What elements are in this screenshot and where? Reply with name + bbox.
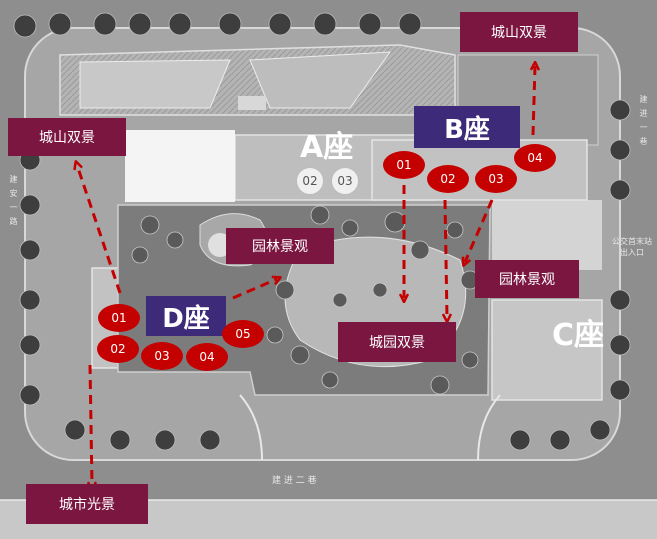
unit-bubble-b-03: 03 bbox=[475, 165, 517, 193]
unit-bubble-d-05: 05 bbox=[222, 320, 264, 348]
north-park-lawn-2 bbox=[249, 51, 392, 109]
bus-entrance-label: 公交首末站出入口 bbox=[612, 237, 652, 257]
arrow-d02-city bbox=[90, 364, 92, 486]
unit-marker-a-02: 02 bbox=[296, 167, 324, 195]
perimeter-trees bbox=[13, 12, 631, 451]
south-entrance-left bbox=[239, 394, 263, 461]
building-a-label: A座 bbox=[300, 130, 354, 165]
street-right: 建进一巷 bbox=[639, 95, 648, 151]
unit-marker-a-03: 03 bbox=[331, 167, 359, 195]
unit-bubble-b-02: 02 bbox=[427, 165, 469, 193]
building-c-footprint bbox=[491, 299, 603, 401]
unit-bubble-d-01: 01 bbox=[98, 304, 140, 332]
arrow-b04-mountain bbox=[533, 66, 535, 136]
view-arrows bbox=[77, 66, 535, 486]
view-label-city-garden: 城园双景 bbox=[338, 322, 456, 362]
view-label-garden-right: 园林景观 bbox=[475, 260, 579, 298]
unit-bubble-b-04: 04 bbox=[514, 144, 556, 172]
building-d-label: D座 bbox=[146, 296, 226, 336]
arrow-b03-garden bbox=[465, 199, 494, 262]
unit-bubble-b-01: 01 bbox=[383, 151, 425, 179]
north-pavilion bbox=[238, 96, 266, 110]
east-plaza bbox=[492, 200, 602, 270]
building-left-white bbox=[125, 130, 235, 202]
unit-bubble-d-03: 03 bbox=[141, 342, 183, 370]
view-label-garden-center: 园林景观 bbox=[226, 228, 334, 264]
arrow-d01-mountain bbox=[77, 165, 122, 294]
street-bottom: 建 进 二 巷 bbox=[272, 476, 317, 486]
street-left: 建安一路 bbox=[9, 175, 18, 231]
building-c-label: C座 bbox=[552, 318, 605, 353]
building-b-label: B座 bbox=[414, 106, 520, 148]
unit-bubble-d-04: 04 bbox=[186, 343, 228, 371]
view-label-mountain-top: 城山双景 bbox=[460, 12, 578, 52]
view-label-city-light: 城市光景 bbox=[26, 484, 148, 524]
north-park-lawn bbox=[79, 59, 231, 109]
arrow-d05-garden bbox=[232, 279, 277, 300]
unit-bubble-d-02: 02 bbox=[97, 335, 139, 363]
arrow-b02-citygarden bbox=[445, 199, 447, 318]
south-entrance-right bbox=[477, 394, 501, 461]
garden-trees bbox=[131, 205, 480, 395]
view-label-mountain-left: 城山双景 bbox=[8, 118, 126, 156]
